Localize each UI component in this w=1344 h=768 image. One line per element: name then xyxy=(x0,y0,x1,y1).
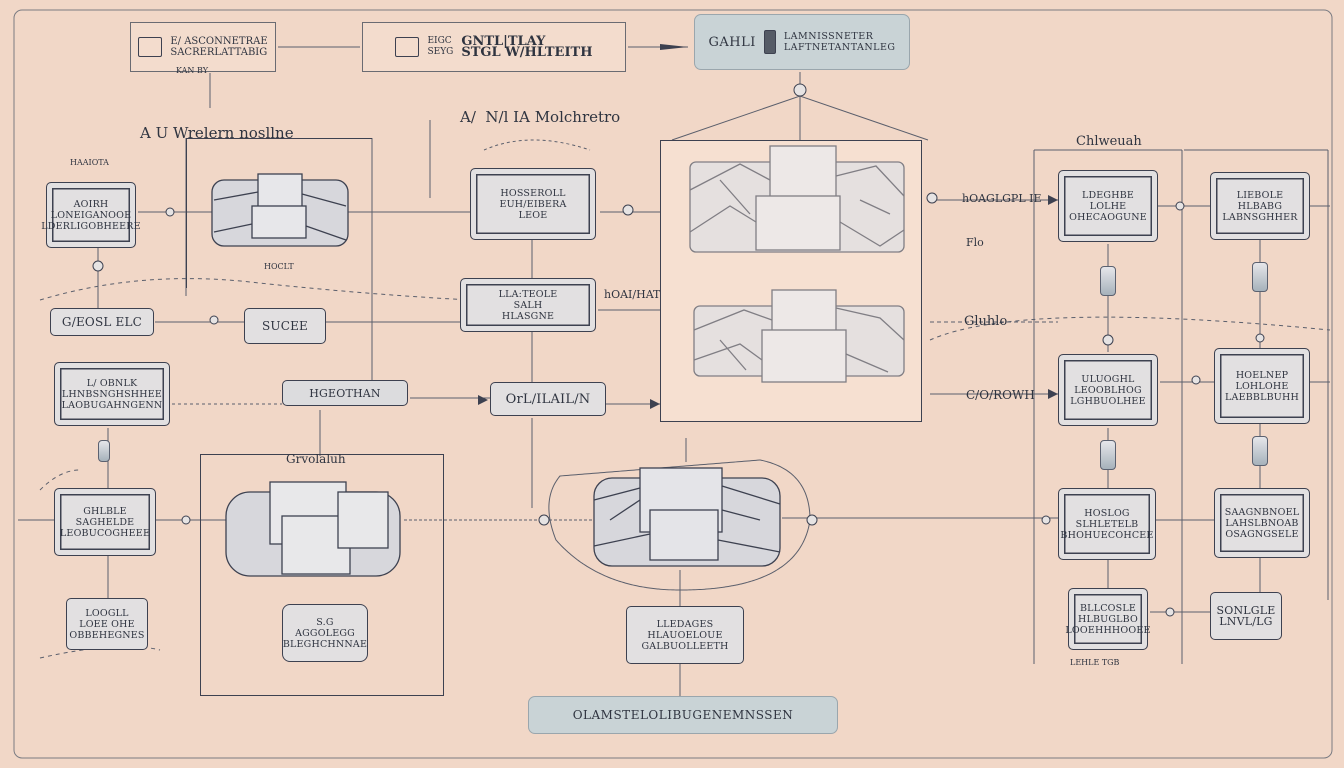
node-bottom-center[interactable]: LLEDAGES HLAUOELOUE GALBUOLLEETH xyxy=(626,606,744,664)
node-left-top[interactable]: AOIRH LONEIGANOOE LDERLIGOBHEERE xyxy=(41,182,141,248)
bottom-pill[interactable]: OLAMSTELOLIBUGENEMNSSEN xyxy=(528,696,838,734)
node-right-col2-3[interactable]: SAAGNBNOEL LAHSLBNOAB OSAGNGSELE xyxy=(1214,488,1310,558)
node-right-col1-1[interactable]: LDEGHBE LOLHE OHECAOGUNE xyxy=(1058,170,1158,242)
network-cluster-icon xyxy=(211,145,905,577)
node-left-bottom[interactable]: LOOGLL LOEE OHE OBBEHEGNES xyxy=(66,598,148,650)
node-left-low[interactable]: GHLBLE SAGHELDE LEOBUCOGHEEE xyxy=(54,488,156,556)
node-left-tag[interactable]: G/EOSL ELC xyxy=(50,308,154,336)
node-center-top[interactable]: HOSSEROLL EUH/EIBERA LEOE xyxy=(470,168,596,240)
node-right-col2-4[interactable]: SONLGLE LNVL/LG xyxy=(1210,592,1282,640)
document-icon xyxy=(138,37,163,57)
right-label-2: Flo xyxy=(966,236,984,249)
hoarmat-label: hOAI/HAT xyxy=(604,288,661,301)
right-label-4: C/O/ROWH xyxy=(966,388,1035,402)
header-right-pill: GAHLI LAMNISSNETER LAFTNETANTANLEG xyxy=(694,14,910,70)
right-label-3: Gluhlo xyxy=(964,314,1008,329)
small-caps-label: HOCLT xyxy=(264,262,294,271)
header-center-box: EIGC SEYG GNTL|TLAY STGL W/HLTEITH xyxy=(362,22,626,72)
database-cylinder-icon xyxy=(1252,436,1268,466)
node-left-mid[interactable]: L/ OBNLK LHNBSNGHSHHEE LAOBUGAHNGENN xyxy=(54,362,170,426)
node-right-col1-3[interactable]: HOSLOG SLHLETELB BHOHUECOHCEE xyxy=(1058,488,1156,560)
node-center-mid-label[interactable]: HGEOTHAN xyxy=(282,380,408,406)
document-icon xyxy=(395,37,420,57)
database-cylinder-icon xyxy=(98,440,110,462)
header-left-box: E/ ASCONNETRAE SACRERLATTABIG xyxy=(130,22,276,72)
database-cylinder-icon xyxy=(1100,266,1116,296)
header-left-caption: KAN BY xyxy=(176,66,208,75)
bottom-left-frame xyxy=(200,454,444,696)
left-region-frame xyxy=(186,138,372,288)
node-right-col1-4[interactable]: BLLCOSLE HLBUGLBO LOOEHHHOOEE xyxy=(1065,588,1150,650)
node-ornamin[interactable]: OrL/ILAIL/N xyxy=(490,382,606,416)
document-icon xyxy=(763,30,776,54)
center-title: A/ N/l IA Molchretro xyxy=(460,108,621,126)
database-cylinder-icon xyxy=(1100,440,1116,470)
database-cylinder-icon[interactable]: S.G AGGOLEGG BLEGHCHNNAE xyxy=(282,604,368,662)
small-caps-label: HAAIOTA xyxy=(70,158,109,167)
bottom-left-title: Grvolaluh xyxy=(286,452,346,466)
node-right-col2-2[interactable]: HOELNEP LOHLOHE LAEBBLBUHH xyxy=(1214,348,1310,424)
node-center-lower[interactable]: LLA:TEOLE SALH HLASGNE xyxy=(460,278,596,332)
database-cylinder-icon xyxy=(1252,262,1268,292)
node-center-tag[interactable]: SUCEE xyxy=(244,308,326,344)
node-right-col2-1[interactable]: LIEBOLE HLBABG LABNSGHHER xyxy=(1210,172,1310,240)
right-title: Chlweuah xyxy=(1076,134,1142,149)
right-bottom-caption: LEHLE TGB xyxy=(1070,658,1120,667)
right-label-1: hOAGLGPL IE xyxy=(962,192,1042,205)
node-right-col1-2[interactable]: ULUOGHL LEOOBLHOG LGHBUOLHEE xyxy=(1058,354,1158,426)
left-title: A U Wrelern nosllne xyxy=(140,124,294,142)
center-cluster-frame xyxy=(660,140,922,422)
